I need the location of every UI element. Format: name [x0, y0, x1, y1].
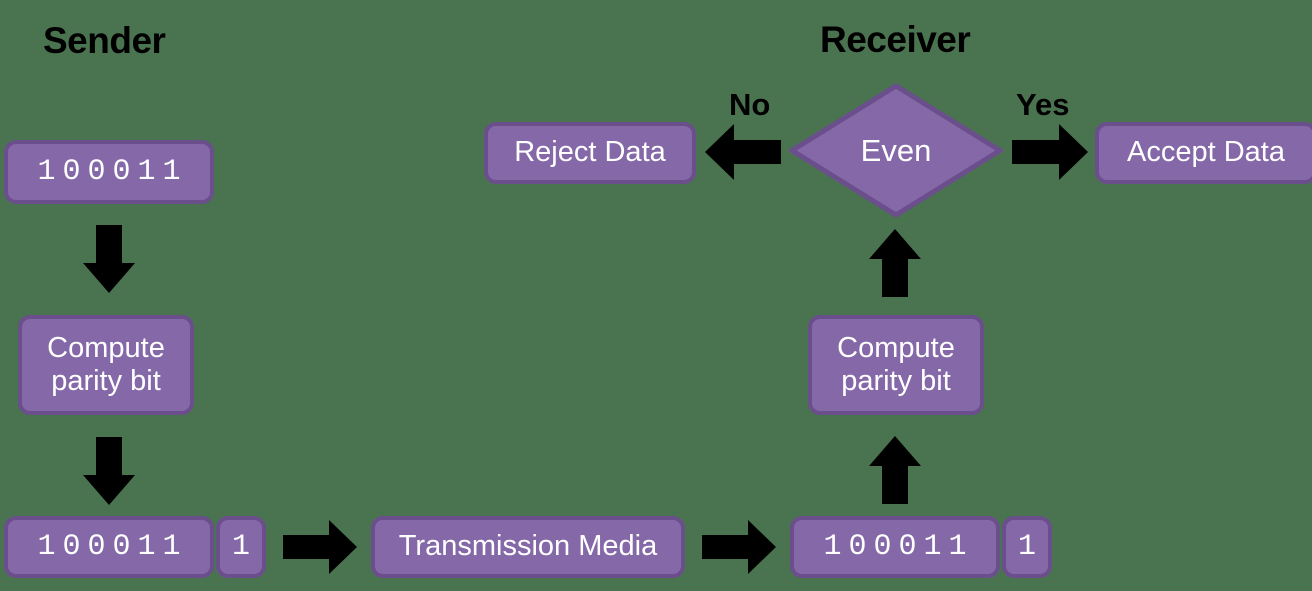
branch-yes-label: Yes — [1016, 87, 1070, 122]
sender-heading: Sender — [43, 20, 166, 61]
receiver-frame-parity-box[interactable]: 1 — [1002, 516, 1052, 578]
to-accept-right-arrow — [1012, 124, 1088, 180]
sender-compute-parity-box[interactable]: Compute parity bit — [18, 315, 194, 415]
from-media-right-arrow — [702, 520, 776, 574]
sender-frame-parity-box[interactable]: 1 — [216, 516, 266, 578]
sender-down-arrow-2 — [83, 437, 135, 505]
accept-data-box[interactable]: Accept Data — [1095, 122, 1312, 184]
receiver-frame-data-box[interactable]: 100011 — [790, 516, 1000, 578]
reject-data-box[interactable]: Reject Data — [484, 122, 696, 184]
sender-down-arrow-1 — [83, 225, 135, 293]
receiver-heading: Receiver — [820, 19, 971, 60]
sender-data-box[interactable]: 100011 — [4, 140, 214, 204]
to-media-right-arrow — [283, 520, 357, 574]
receiver-up-arrow-2 — [869, 229, 921, 297]
sender-frame-data-box[interactable]: 100011 — [4, 516, 214, 578]
receiver-compute-parity-box[interactable]: Compute parity bit — [808, 315, 984, 415]
receiver-up-arrow-1 — [869, 436, 921, 504]
transmission-media-box[interactable]: Transmission Media — [371, 516, 685, 578]
even-decision-diamond[interactable]: Even — [789, 83, 1003, 218]
to-reject-left-arrow — [705, 124, 781, 180]
branch-no-label: No — [729, 87, 771, 122]
